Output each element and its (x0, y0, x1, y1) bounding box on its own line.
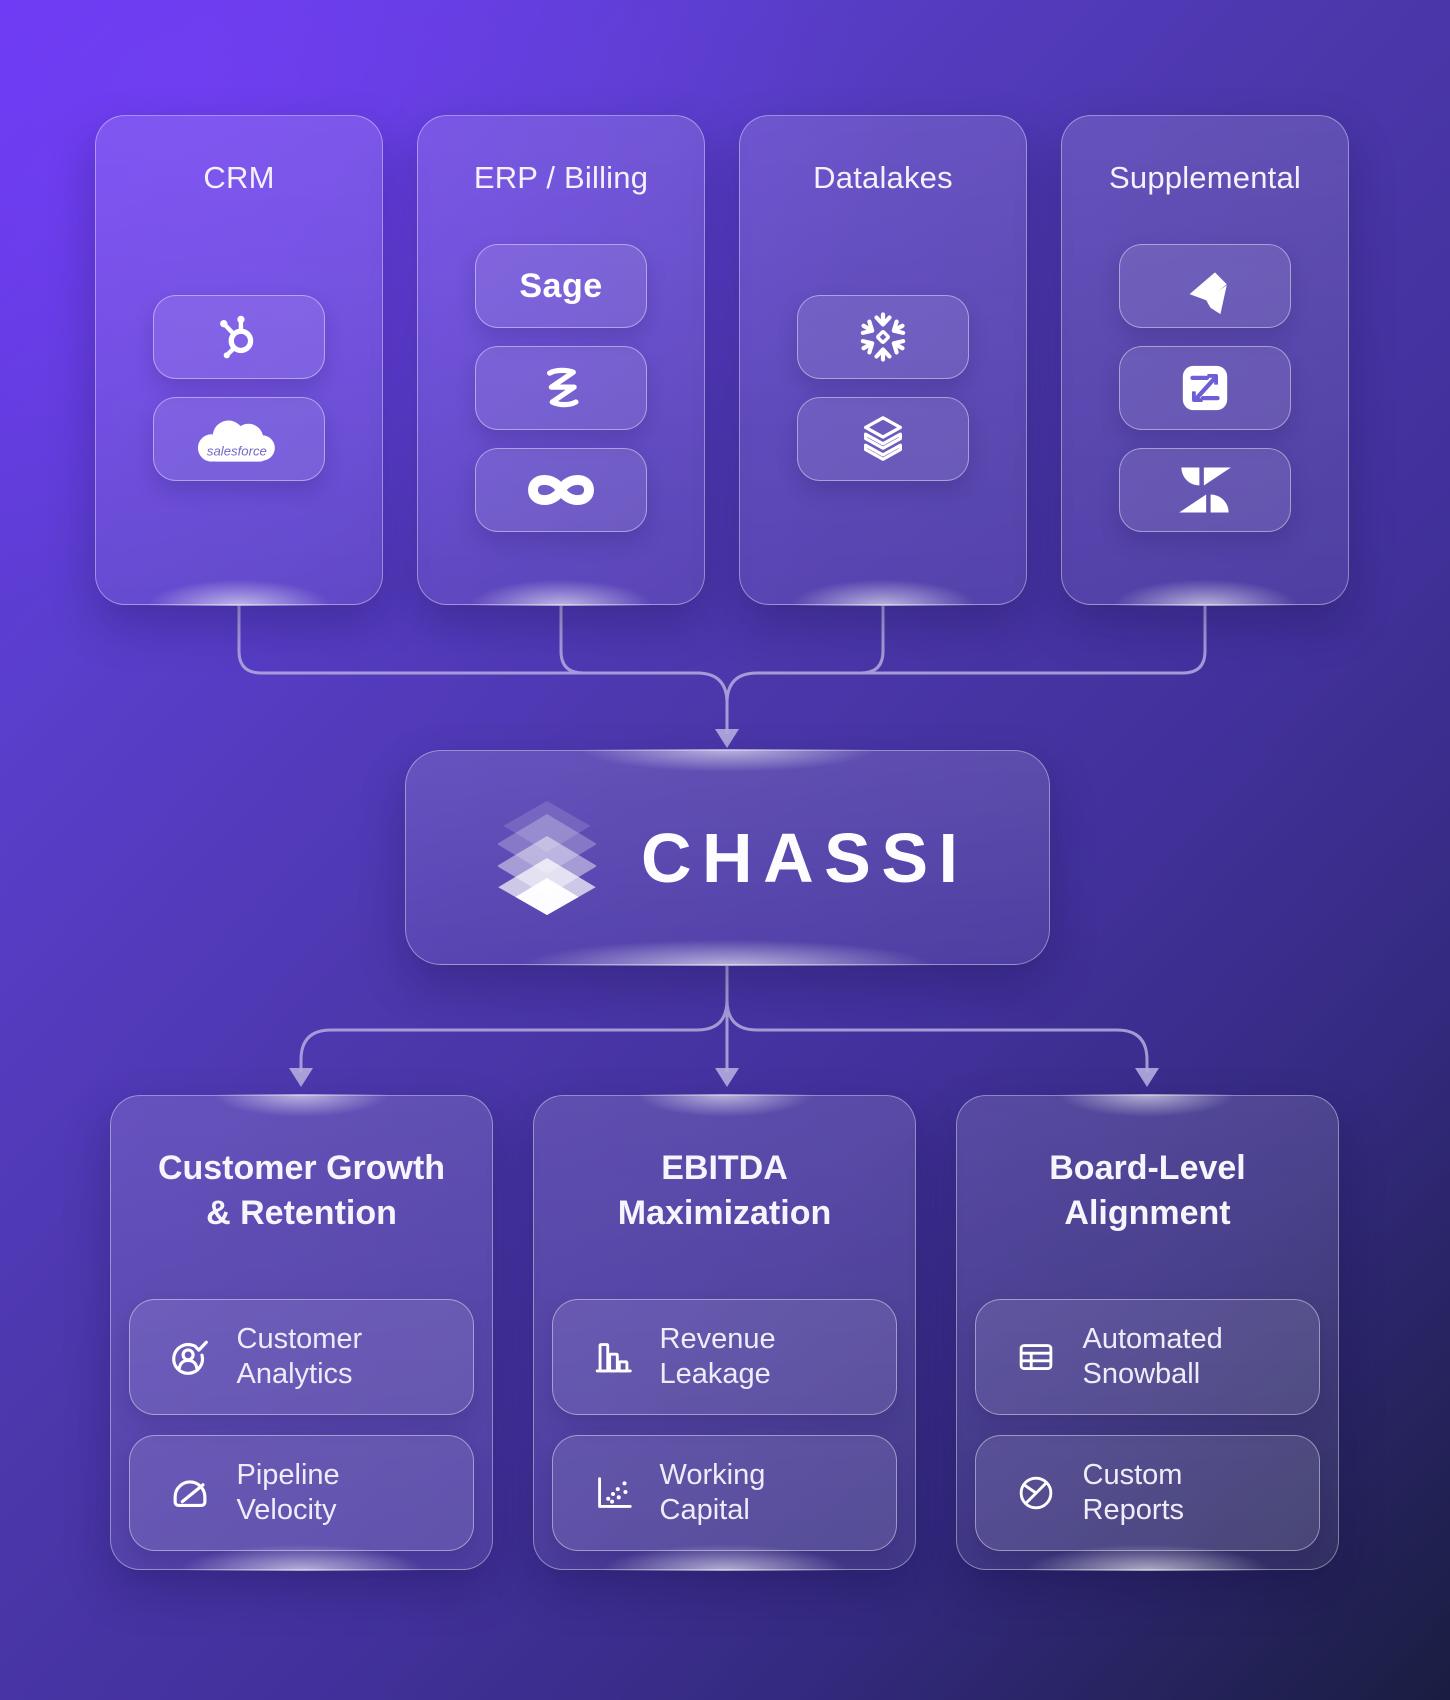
custom-reports-tile: Custom Reports (975, 1435, 1320, 1551)
salesforce-logo-tile: salesforce (153, 397, 325, 481)
zuora-logo-tile (475, 346, 647, 430)
card-title: EBITDA Maximization (617, 1149, 832, 1232)
source-card-supplemental: Supplemental (1061, 115, 1349, 606)
bar-chart-icon (590, 1334, 636, 1380)
hub-card-chassi: CHASSI (405, 749, 1050, 966)
table-icon (1013, 1334, 1059, 1380)
tile-label: Working Capital (659, 1458, 766, 1526)
outcome-card-ebitda: EBITDA Maximization Revenue Leakage (533, 1094, 916, 1571)
card-title: CRM (203, 160, 275, 195)
source-card-datalakes: Datalakes (739, 115, 1027, 606)
snowflake-logo-tile (797, 295, 969, 379)
zendesk-logo-icon (1170, 463, 1240, 517)
pipeline-velocity-tile: Pipeline Velocity (129, 1435, 474, 1551)
tile-label: Custom Reports (1082, 1458, 1185, 1526)
card-title: Board-Level Alignment (1049, 1149, 1246, 1232)
customer-analytics-tile: Customer Analytics (129, 1299, 474, 1415)
logo-tiles: Sage (418, 196, 704, 604)
snowflake-logo-icon (855, 309, 911, 365)
pie-chart-icon (1013, 1470, 1059, 1516)
databricks-logo-tile (797, 397, 969, 481)
tile-label: Customer Analytics (236, 1322, 363, 1390)
card-title: Customer Growth & Retention (157, 1149, 446, 1232)
hubspot-logo-tile (153, 295, 325, 379)
zendesk-logo-tile (1119, 448, 1291, 532)
salesforce-logo-icon: salesforce (186, 410, 292, 469)
user-check-icon (167, 1334, 213, 1380)
tile-label: Revenue Leakage (659, 1322, 776, 1390)
logo-tiles (740, 196, 1026, 604)
source-card-crm: CRM (95, 115, 383, 606)
databricks-logo-icon (856, 412, 910, 466)
hubspot-logo-icon (212, 310, 266, 364)
logo-tiles: salesforce (96, 196, 382, 604)
bolt-logo-tile (1119, 244, 1291, 328)
salesforce-wordmark: salesforce (207, 443, 267, 458)
gauge-icon (167, 1470, 213, 1516)
zuora-logo-icon (533, 360, 589, 416)
tile-label: Automated Snowball (1082, 1322, 1223, 1390)
outcome-card-board-level: Board-Level Alignment Automated Snowball (956, 1094, 1339, 1571)
chassi-logo-icon (497, 800, 597, 916)
revenue-leakage-tile: Revenue Leakage (552, 1299, 897, 1415)
tile-label: Pipeline Velocity (236, 1458, 340, 1526)
working-capital-tile: Working Capital (552, 1435, 897, 1551)
outcome-tiles: Revenue Leakage Working Capital (552, 1299, 897, 1551)
chassi-wordmark: CHASSI (641, 818, 969, 897)
automated-snowball-tile: Automated Snowball (975, 1299, 1320, 1415)
outcome-card-customer-growth: Customer Growth & Retention Customer Ana… (110, 1094, 493, 1571)
sage-logo-tile: Sage (475, 244, 647, 328)
infinity-logo-icon (519, 462, 603, 518)
z-arrow-logo-icon (1178, 361, 1232, 415)
card-title: ERP / Billing (473, 160, 649, 195)
infinity-logo-tile (475, 448, 647, 532)
logo-tiles (1062, 196, 1348, 604)
bolt-logo-icon (1176, 257, 1234, 315)
sage-wordmark: Sage (519, 266, 603, 305)
z-arrow-logo-tile (1119, 346, 1291, 430)
source-card-erp-billing: ERP / Billing Sage (417, 115, 705, 606)
card-title: Supplemental (1109, 160, 1301, 195)
card-title: Datalakes (813, 160, 953, 195)
outcome-tiles: Customer Analytics Pipeline Velocity (129, 1299, 474, 1551)
outcome-tiles: Automated Snowball Custom Reports (975, 1299, 1320, 1551)
scatter-plot-icon (590, 1470, 636, 1516)
